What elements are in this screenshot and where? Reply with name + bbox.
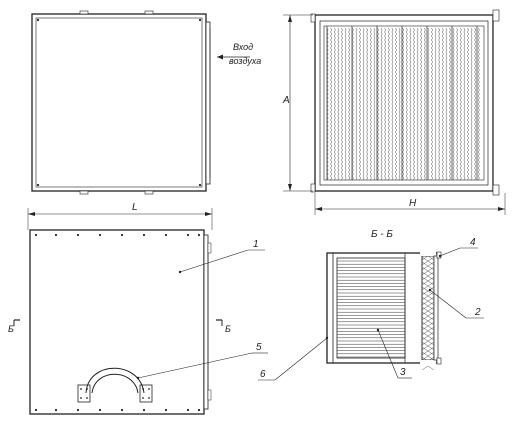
front-view-bracket-top-right bbox=[144, 10, 154, 15]
callout-2: 2 bbox=[428, 288, 484, 319]
dimension-h-label: H bbox=[409, 198, 417, 209]
coil-fins bbox=[326, 26, 480, 181]
coil-inner-frame bbox=[319, 20, 489, 186]
section-title: Б - Б bbox=[371, 229, 393, 240]
front-view-inner-frame bbox=[35, 17, 203, 188]
side-view-body bbox=[29, 229, 205, 415]
svg-text:Б: Б bbox=[225, 324, 231, 334]
side-view-flange bbox=[203, 234, 209, 410]
section-coil-fins bbox=[337, 260, 405, 358]
svg-text:6: 6 bbox=[260, 369, 266, 380]
callout-6: 6 bbox=[258, 336, 329, 381]
coil-ear-left-top bbox=[310, 13, 316, 23]
section-coil bbox=[336, 257, 406, 359]
dimension-l-label: L bbox=[132, 202, 138, 213]
svg-text:Б: Б bbox=[8, 324, 14, 334]
front-view-top bbox=[31, 10, 211, 195]
front-view-bracket-bottom-right bbox=[144, 190, 154, 195]
dimension-a-label: A bbox=[282, 95, 290, 106]
svg-text:5: 5 bbox=[256, 342, 262, 353]
dimension-a: A bbox=[282, 14, 313, 192]
callout-1: 1 bbox=[178, 239, 265, 274]
section-marker-left: Б bbox=[8, 319, 20, 334]
section-view: Б - Б 4 2 3 bbox=[258, 229, 484, 381]
coil-fin-area bbox=[323, 25, 485, 181]
dimension-h: H bbox=[314, 193, 506, 215]
section-filter-hatch bbox=[420, 251, 436, 371]
air-inlet-text-1: Вход bbox=[233, 42, 253, 52]
callout-4: 4 bbox=[438, 237, 478, 258]
side-view: L Б Б bbox=[8, 202, 268, 415]
air-inlet-annotation: Вход воздуха bbox=[217, 42, 261, 66]
svg-text:2: 2 bbox=[474, 307, 481, 318]
svg-text:4: 4 bbox=[470, 237, 476, 248]
coil-ear-right-top bbox=[492, 9, 500, 22]
coil-face-view bbox=[310, 9, 500, 196]
coil-outer-frame bbox=[314, 14, 494, 192]
front-view-body bbox=[31, 13, 207, 192]
front-view-bracket-bottom-left bbox=[79, 190, 89, 195]
svg-text:3: 3 bbox=[400, 367, 406, 378]
callout-3: 3 bbox=[376, 328, 412, 379]
coil-ear-left-bottom bbox=[310, 183, 316, 193]
front-view-flange bbox=[205, 21, 211, 185]
front-view-bracket-top-left bbox=[79, 10, 89, 15]
callout-5: 5 bbox=[136, 342, 268, 380]
air-inlet-text-2: воздуха bbox=[229, 56, 261, 66]
coil-ear-right-bottom bbox=[492, 184, 500, 196]
side-view-rivets bbox=[34, 233, 201, 412]
section-outer bbox=[326, 252, 438, 364]
svg-text:1: 1 bbox=[253, 239, 259, 250]
handle bbox=[77, 367, 153, 403]
section-marker-right: Б bbox=[216, 319, 231, 334]
